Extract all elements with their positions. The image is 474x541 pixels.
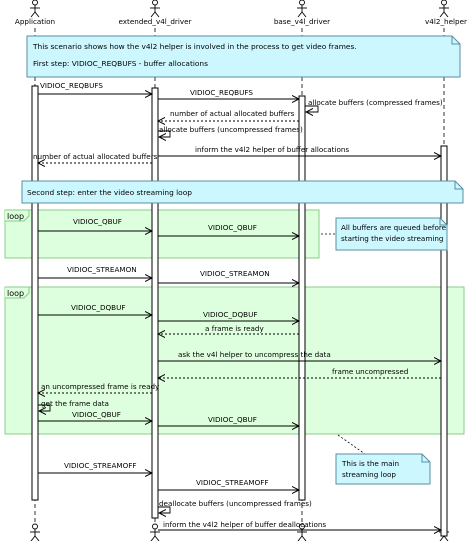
actors: Application extended_v4l_driver base_v4l_d… (15, 0, 467, 541)
activation-bar-base-driver (298, 95, 306, 501)
message-7: number of actual allocated buffers (33, 152, 158, 163)
activation-bar-helper (440, 145, 448, 537)
queued-note-line2: starting the video streaming (341, 234, 443, 243)
message-label: allocate buffers (compressed frames) (308, 98, 443, 107)
message-label: VIDIOC_STREAMOFF (196, 478, 269, 487)
message-label: VIDIOC_QBUF (72, 410, 121, 419)
intro-note-line1: This scenario shows how the v4l2 helper … (32, 42, 357, 51)
message-label: VIDIOC_STREAMON (67, 265, 137, 274)
message-4: number of actual allocated buffers (158, 109, 299, 121)
message-11: VIDIOC_STREAMON (158, 269, 299, 283)
message-label: ask the v4l helper to uncompress the dat… (178, 350, 331, 359)
participant-name-helper: v4l2_helper (425, 17, 467, 26)
message-label: VIDIOC_QBUF (208, 223, 257, 232)
message-12: VIDIOC_DQBUF (38, 303, 152, 315)
step2-note: Second step: enter the video streaming l… (21, 180, 464, 204)
queued-note-line1: All buffers are queued before (341, 223, 447, 232)
main-loop-note-line1: This is the main (341, 459, 399, 468)
activation-bars (31, 85, 448, 537)
message-17: an uncompressed frame is ready (38, 382, 160, 393)
message-label: frame uncompressed (332, 367, 408, 376)
message-20: VIDIOC_QBUF (158, 415, 299, 426)
message-13: VIDIOC_DQBUF (158, 310, 299, 321)
message-2: VIDIOC_REQBUFS (158, 88, 299, 99)
queued-note: All buffers are queued before starting t… (321, 217, 448, 251)
message-label: VIDIOC_DQBUF (71, 303, 125, 312)
message-8: VIDIOC_QBUF (38, 217, 152, 231)
participant-name-ext: extended_v4l_driver (118, 17, 191, 26)
step2-note-text: Second step: enter the video streaming l… (27, 188, 192, 197)
intro-note: This scenario shows how the v4l2 helper … (26, 35, 461, 78)
message-arrow (305, 105, 319, 112)
message-14: a frame is ready (158, 324, 299, 334)
message-19: VIDIOC_QBUF (38, 410, 152, 421)
message-6: inform the v4l2 helper of buffer allocat… (158, 145, 441, 156)
loop-label: loop (7, 212, 24, 221)
message-5: allocate buffers (uncompressed frames) (158, 125, 303, 137)
message-1: VIDIOC_REQBUFS (38, 81, 152, 94)
actor-icon-base (297, 0, 307, 18)
message-label: number of actual allocated buffers (170, 109, 295, 118)
message-9: VIDIOC_QBUF (158, 223, 299, 236)
message-label: VIDIOC_QBUF (73, 217, 122, 226)
message-label: VIDIOC_REQBUFS (190, 88, 253, 97)
participant-name-base: base_v4l_driver (274, 17, 330, 26)
message-label: deallocate buffers (uncompressed frames) (159, 499, 312, 508)
loop-frame-streaming: loop (4, 286, 465, 435)
message-18: get the frame data (38, 399, 109, 411)
message-label: allocate buffers (uncompressed frames) (159, 125, 303, 134)
messages: VIDIOC_REQBUFS VIDIOC_REQBUFS allocate buf… (33, 81, 443, 530)
message-label: inform the v4l2 helper of buffer allocat… (195, 145, 349, 154)
message-label: VIDIOC_REQBUFS (40, 81, 103, 90)
activation-bar-application (31, 85, 39, 501)
message-3: allocate buffers (compressed frames) (305, 98, 443, 112)
message-22: VIDIOC_STREAMOFF (158, 478, 299, 490)
message-24: inform the v4l2 helper of buffer dealloc… (158, 520, 441, 530)
message-15: ask the v4l helper to uncompress the dat… (158, 350, 441, 361)
message-23: deallocate buffers (uncompressed frames) (158, 499, 312, 513)
message-label: number of actual allocated buffers (33, 152, 158, 161)
loop-frame-queue: loop (4, 209, 320, 259)
message-10: VIDIOC_STREAMON (38, 265, 152, 278)
loop-label: loop (7, 289, 24, 298)
actor-icon-base (297, 523, 307, 541)
message-label: get the frame data (41, 399, 109, 408)
message-16: frame uncompressed (158, 367, 441, 378)
message-label: an uncompressed frame is ready (41, 382, 160, 391)
main-loop-note: This is the main streaming loop (335, 434, 431, 485)
actor-icon-ext (150, 0, 160, 18)
message-label: inform the v4l2 helper of buffer dealloc… (163, 520, 326, 529)
message-label: VIDIOC_STREAMON (200, 269, 270, 278)
message-label: VIDIOC_STREAMOFF (64, 461, 137, 470)
message-label: a frame is ready (205, 324, 264, 333)
intro-note-line2: First step: VIDIOC_REQBUFS - buffer allo… (33, 59, 208, 68)
message-arrow (158, 130, 171, 137)
message-arrow (158, 506, 171, 513)
message-arrow (38, 404, 51, 411)
actor-icon-ext (150, 523, 160, 541)
participant-name-app: Application (15, 17, 55, 26)
main-loop-note-line2: streaming loop (342, 470, 396, 479)
actor-icon-helper (439, 0, 449, 18)
activation-bar-extended-driver (151, 87, 159, 519)
actor-icon-app (30, 0, 40, 18)
message-label: VIDIOC_QBUF (208, 415, 257, 424)
message-label: VIDIOC_DQBUF (203, 310, 257, 319)
actor-icon-app (30, 523, 40, 541)
message-21: VIDIOC_STREAMOFF (38, 461, 152, 473)
